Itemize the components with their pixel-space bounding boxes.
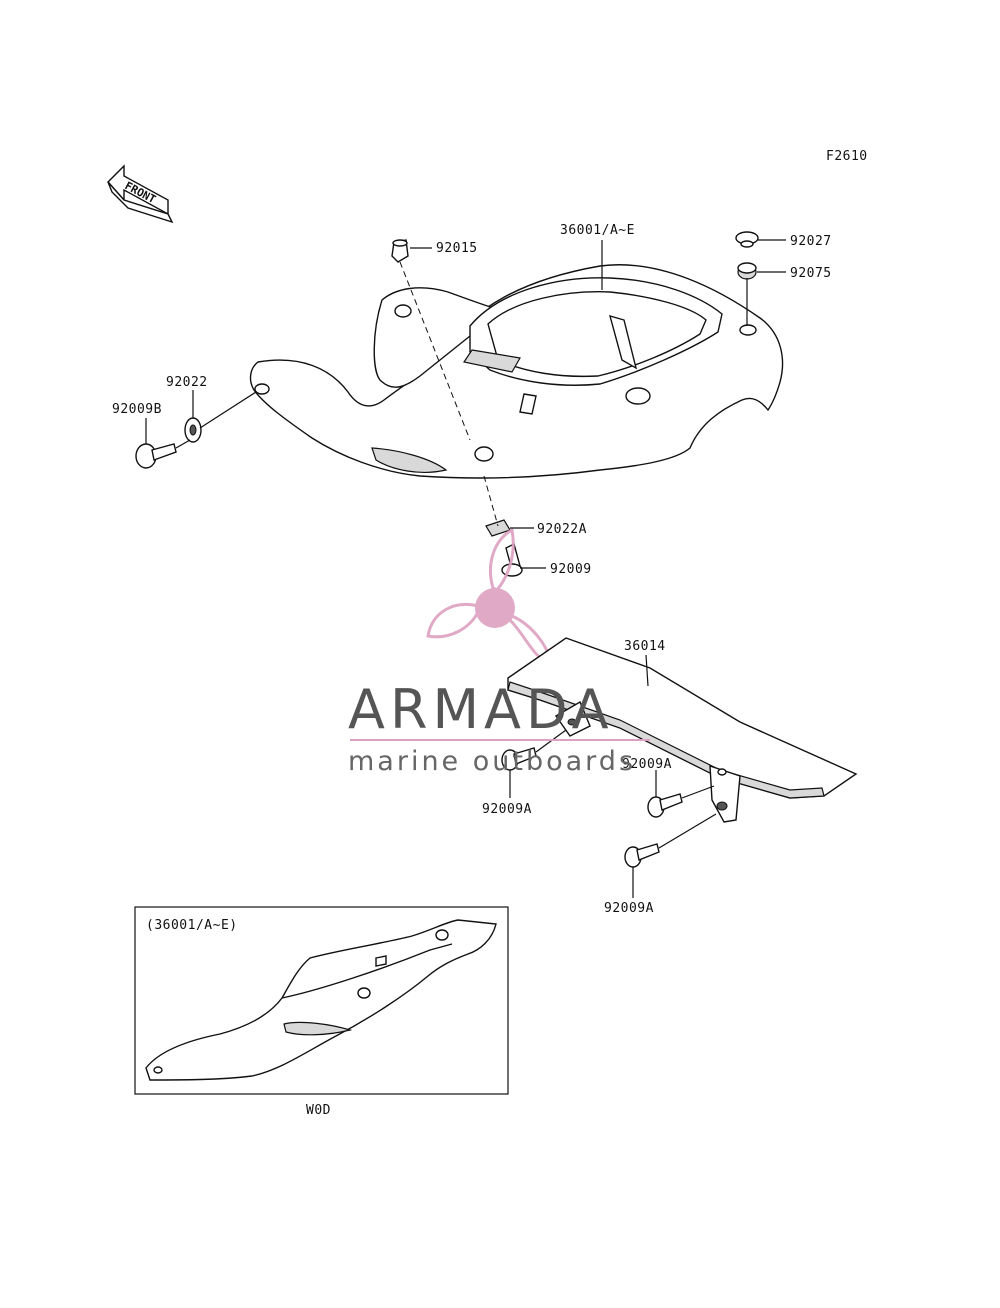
label-92015: 92015 (436, 241, 478, 256)
bolt-92009A-1 (501, 747, 537, 771)
tail-cover-36001 (249, 264, 784, 479)
front-arrow-icon: FRONT (107, 164, 174, 224)
grommet-92075 (737, 262, 757, 280)
chain-guard-36014 (507, 637, 858, 823)
label-92009: 92009 (550, 562, 592, 577)
cap-92027 (735, 231, 759, 248)
label-92022: 92022 (166, 375, 208, 390)
bolt-92009A-3 (624, 843, 660, 868)
label-92075: 92075 (790, 266, 832, 281)
bolt-92009A-2 (647, 793, 683, 818)
label-92022A: 92022A (537, 522, 587, 537)
bolt-92015 (391, 239, 409, 263)
inset-panel: (36001/A~E) (134, 906, 509, 1095)
label-92009A-2: 92009A (622, 757, 672, 772)
bolt-92009B (135, 443, 177, 469)
watermark-tagline: marine outboards (348, 746, 636, 777)
label-92009A-3: 92009A (604, 901, 654, 916)
armada-logo-icon (426, 527, 555, 667)
label-92027: 92027 (790, 234, 832, 249)
watermark-brand: ARMADA (348, 678, 614, 741)
label-36001: 36001/A~E (560, 223, 635, 238)
label-92009A-1: 92009A (482, 802, 532, 817)
inset-label: (36001/A~E) (146, 918, 238, 933)
label-36014: 36014 (624, 639, 666, 654)
figure-code: F2610 (826, 149, 868, 164)
washer-92022 (184, 417, 202, 443)
inset-caption: W0D (306, 1103, 331, 1118)
label-92009B: 92009B (112, 402, 162, 417)
